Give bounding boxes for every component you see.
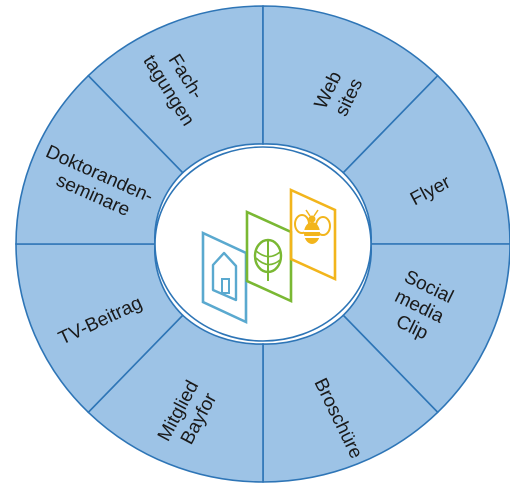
house-icon bbox=[201, 230, 248, 325]
segment-social-media-clip bbox=[342, 243, 510, 414]
wheel-segments bbox=[15, 5, 510, 483]
center-logo bbox=[201, 187, 337, 325]
segment-doktorandenseminare bbox=[15, 74, 184, 245]
bee-icon bbox=[289, 187, 337, 282]
leaf-icon bbox=[245, 209, 293, 304]
center-circle bbox=[154, 146, 372, 342]
segment-tv-beitrag bbox=[15, 243, 184, 414]
